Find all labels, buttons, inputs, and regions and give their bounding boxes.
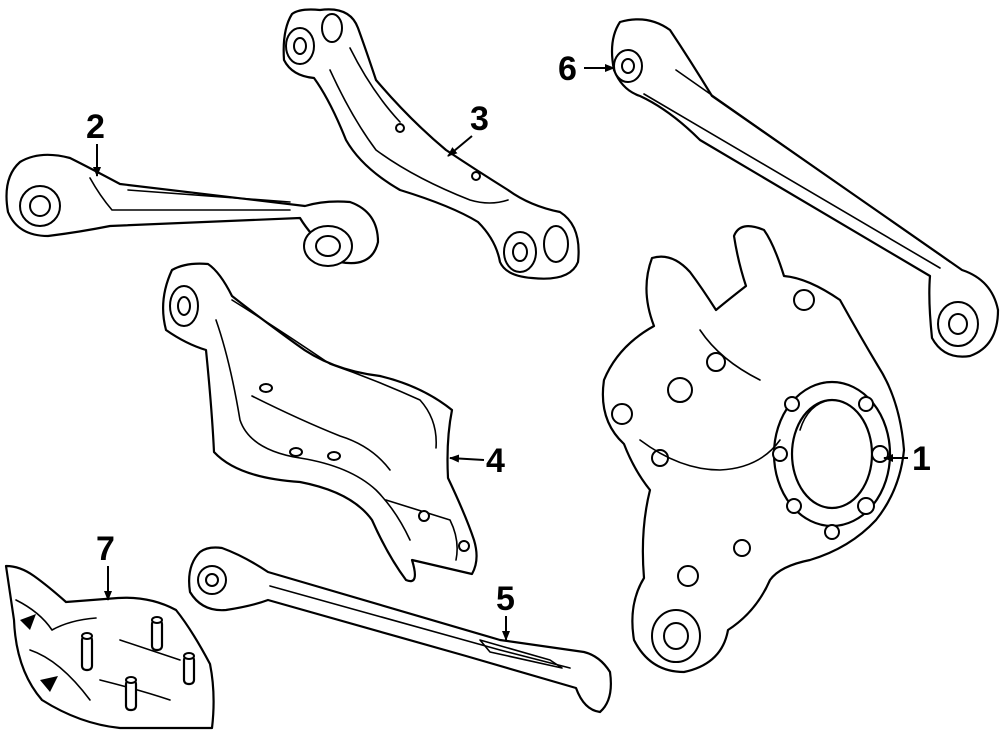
callout-5-label: 5	[496, 580, 515, 618]
part-2-control-arm[interactable]	[5, 153, 380, 267]
callout-4: 4	[449, 442, 505, 480]
part-1-knuckle[interactable]	[601, 225, 906, 674]
callout-5: 5	[496, 580, 515, 641]
callout-6-label: 6	[558, 50, 577, 88]
part-5-toe-link[interactable]	[188, 546, 612, 714]
callout-1: 1	[883, 440, 931, 478]
part-3-lateral-link[interactable]	[282, 8, 580, 280]
callout-4-label: 4	[486, 442, 505, 480]
callout-2: 2	[86, 108, 105, 177]
callout-6: 6	[558, 50, 615, 88]
callout-7-label: 7	[96, 530, 115, 568]
callout-3: 3	[447, 100, 489, 157]
callout-7: 7	[96, 530, 115, 601]
part-6-trailing-link[interactable]	[610, 18, 1000, 358]
callout-1-label: 1	[912, 440, 931, 478]
callout-2-label: 2	[86, 108, 105, 146]
part-7-heat-shield[interactable]	[4, 564, 215, 730]
callout-3-label: 3	[470, 100, 489, 138]
part-4-lower-control-arm[interactable]	[161, 262, 478, 583]
